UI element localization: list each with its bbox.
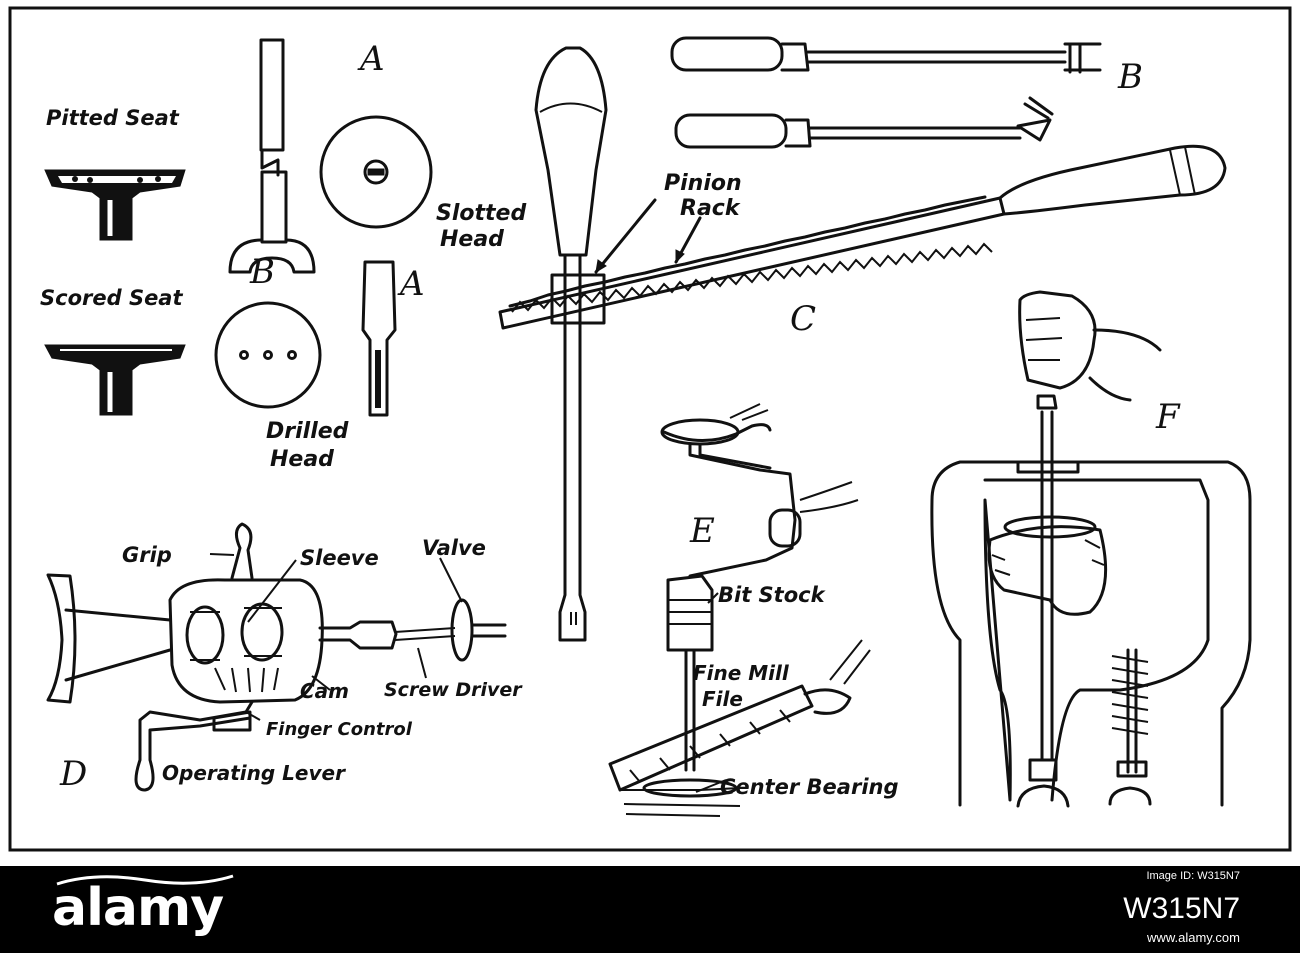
panel-label-a-top: A [357, 39, 385, 79]
bit-stock-drawing [608, 403, 871, 817]
brand-swoosh-icon [56, 874, 234, 886]
screw-driver-label: Screw Driver [384, 679, 523, 701]
panel-label-b-top: B [1117, 57, 1143, 97]
bit-stock-label: Bit Stock [718, 583, 827, 607]
rack-label: Rack [680, 196, 741, 221]
cylinder-cross-section [930, 290, 1252, 808]
scored-seat-label: Scored Seat [40, 286, 183, 310]
image-id-small: Image ID: W315N7 [1146, 870, 1240, 882]
grip-label: Grip [122, 543, 172, 567]
drilled-head-label: Head [270, 447, 334, 472]
valve-tools-diagram: A A B B C D E F Pitted Seat Scored Seat … [8, 6, 1292, 852]
illustration-plate: A A B B C D E F Pitted Seat Scored Seat … [8, 6, 1292, 852]
rack-lifter-drawing [498, 46, 1227, 642]
site-url: www.alamy.com [1147, 930, 1240, 945]
brand-logo: alamy [52, 878, 224, 938]
stock-id: W315N7 [1123, 892, 1240, 925]
finger-control-label: Finger Control [266, 719, 413, 740]
fork-tool-drawing [228, 38, 316, 274]
slotted-head-disc [319, 115, 433, 229]
panel-label-a-right: A [397, 264, 425, 304]
center-bearing-label: Center Bearing [720, 775, 899, 799]
file-label: File [702, 687, 743, 711]
sleeve-label: Sleeve [300, 546, 379, 570]
slotted-label: Slotted [436, 201, 526, 226]
valve-label: Valve [422, 536, 486, 560]
drilled-head-disc [214, 301, 322, 409]
panel-label-e: E [689, 511, 715, 551]
cam-label: Cam [300, 679, 349, 703]
drilled-label: Drilled [266, 419, 349, 444]
panel-label-f: F [1155, 397, 1181, 437]
slot-screwdriver-b-top [670, 36, 1102, 74]
panel-label-b-small: B [249, 252, 275, 292]
watermark-banner: alamy Image ID: W315N7 W315N7 www.alamy.… [0, 866, 1300, 953]
slotted-head-label: Head [440, 227, 504, 252]
panel-label-c: C [790, 299, 816, 339]
pinion-label: Pinion [664, 171, 742, 196]
panel-label-d: D [59, 754, 87, 794]
operating-lever-label: Operating Lever [162, 761, 346, 785]
hand-grinder-drawing [46, 522, 507, 792]
pitted-seat-label: Pitted Seat [46, 106, 180, 130]
fine-mill-label: Fine Mill [693, 661, 790, 685]
plate-border [8, 6, 1292, 852]
pitted-seat-drawing [44, 169, 186, 241]
chisel-tool-drawing [361, 260, 397, 417]
scored-seat-drawing [44, 344, 186, 416]
hook-screwdriver-b-bottom [674, 96, 1054, 149]
